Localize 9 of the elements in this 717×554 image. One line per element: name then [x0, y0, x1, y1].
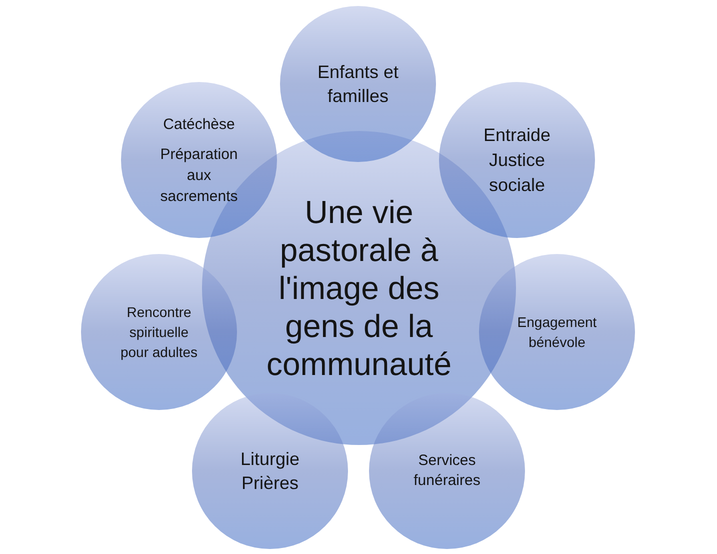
- circle-label: Entraide Justice sociale: [482, 124, 552, 196]
- circle-label: Préparation aux sacrements: [159, 144, 239, 206]
- circle-label: Une vie pastorale à l'image des gens de la communauté: [266, 193, 452, 383]
- circle-label: Enfants et familles: [316, 61, 400, 108]
- circle-label: Engagement bénévole: [516, 313, 598, 352]
- circle-label: Rencontre spirituelle pour adultes: [119, 303, 199, 362]
- circle-label: Catéchèse: [163, 114, 235, 134]
- circle-label: Liturgie Prières: [239, 448, 301, 495]
- circle-label: Services funéraires: [412, 451, 482, 491]
